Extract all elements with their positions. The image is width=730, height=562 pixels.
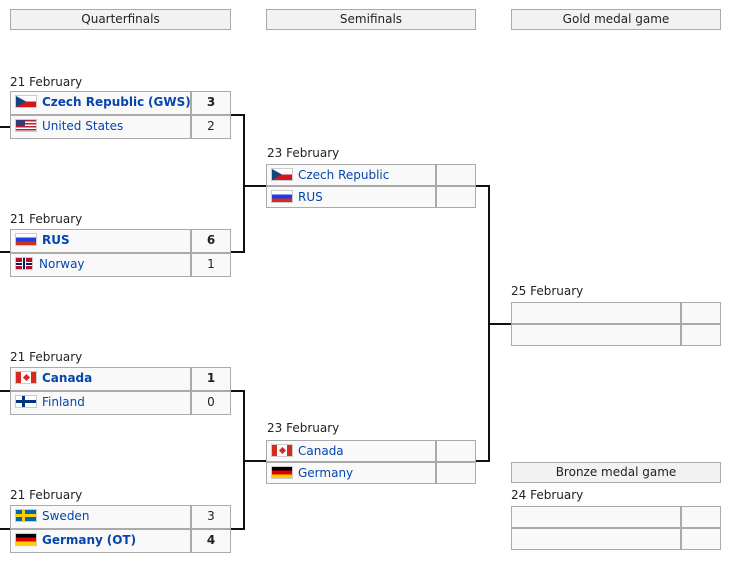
bracket-line [231,251,244,253]
team-cell: Czech Republic [266,164,436,186]
flag-finland-icon [15,395,37,408]
header-bronze-medal-game: Bronze medal game [511,462,721,483]
flag-usa-icon [15,119,37,132]
score-cell [436,462,476,484]
bracket-line [231,528,244,530]
team-link[interactable]: Sweden [42,509,90,523]
header-gold-medal-game: Gold medal game [511,9,721,30]
team-link[interactable]: Canada [42,371,93,385]
bracket-line [0,126,10,128]
team-cell: Czech Republic (GWS) [10,91,191,115]
flag-czech-icon [15,95,37,108]
flag-germany-icon [271,466,293,479]
team-cell: Canada [10,367,191,391]
team-cell: Canada [266,440,436,462]
team-cell: Germany [266,462,436,484]
score-cell [436,186,476,208]
match-date: 25 February [511,284,584,298]
team-cell [511,528,681,550]
bracket-line [476,185,489,187]
score-cell [681,528,721,550]
bracket-line [0,390,10,392]
bracket-line [243,460,266,462]
header-quarterfinals: Quarterfinals [10,9,231,30]
score-cell: 2 [191,115,231,139]
bracket-line [231,390,244,392]
score-cell: 3 [191,505,231,529]
flag-norway-icon [15,257,33,270]
bracket-line [231,114,244,116]
flag-canada-icon [15,371,37,384]
flag-russia-icon [15,233,37,246]
score-cell: 6 [191,229,231,253]
score-cell [681,302,721,324]
team-cell [511,506,681,528]
flag-russia-icon [271,190,293,203]
score-cell [436,164,476,186]
team-link[interactable]: RUS [42,233,70,247]
team-cell: Norway [10,253,191,277]
score-cell: 4 [191,529,231,553]
team-link[interactable]: United States [42,119,124,133]
team-cell [511,302,681,324]
team-cell: United States [10,115,191,139]
flag-sweden-icon [15,509,37,522]
team-cell: RUS [266,186,436,208]
team-link[interactable]: Finland [42,395,85,409]
team-cell: Germany (OT) [10,529,191,553]
bracket-line [243,114,245,253]
flag-germany-icon [15,533,37,546]
flag-canada-icon [271,444,293,457]
team-cell: RUS [10,229,191,253]
team-link[interactable]: Canada [298,444,344,458]
score-cell [436,440,476,462]
team-cell: Finland [10,391,191,415]
team-link[interactable]: Czech Republic [42,95,145,109]
bracket-line [243,185,266,187]
header-semifinals: Semifinals [266,9,476,30]
score-cell: 3 [191,91,231,115]
score-cell: 0 [191,391,231,415]
team-link[interactable]: Germany [42,533,103,547]
team-link[interactable]: RUS [298,190,323,204]
score-cell: 1 [191,367,231,391]
match-date: 21 February [10,350,83,364]
bracket-line [0,528,10,530]
match-date: 21 February [10,75,83,89]
team-cell [511,324,681,346]
score-cell: 1 [191,253,231,277]
team-cell: Sweden [10,505,191,529]
match-date: 21 February [10,212,83,226]
bracket-line [476,460,489,462]
flag-czech-icon [271,168,293,181]
match-date: 21 February [10,488,83,502]
bracket-line [0,251,10,253]
score-cell [681,506,721,528]
team-link[interactable]: Germany [298,466,354,480]
result-note: (OT) [106,533,137,547]
result-note: (GWS) [148,95,191,109]
match-date: 23 February [267,421,340,435]
team-link[interactable]: Czech Republic [298,168,390,182]
score-cell [681,324,721,346]
match-date: 24 February [511,488,584,502]
team-link[interactable]: Norway [39,257,85,271]
bracket-line [488,323,511,325]
match-date: 23 February [267,146,340,160]
